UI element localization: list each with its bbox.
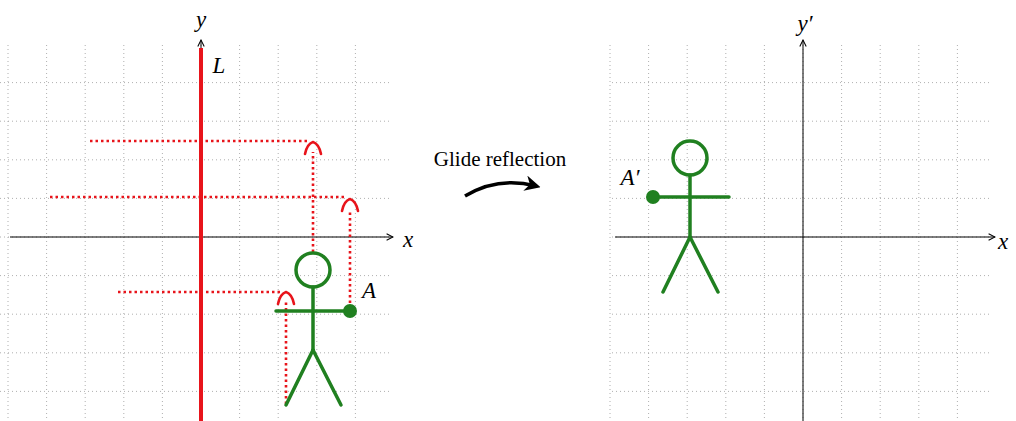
axis-label: y′: [797, 11, 812, 36]
grid-line: [687, 45, 688, 421]
grid-line: [0, 198, 392, 199]
grid-line: [316, 45, 317, 421]
grid-line: [239, 45, 240, 421]
stick-figure: [276, 253, 350, 405]
grid-line: [648, 45, 649, 421]
grid-line: [612, 391, 990, 392]
grid-line: [0, 352, 392, 353]
axis-label: x: [403, 227, 413, 252]
grid-line: [880, 45, 881, 421]
grid-line: [612, 159, 990, 160]
grid-line: [612, 198, 990, 199]
transformation-label: Glide reflection: [434, 148, 566, 171]
grid-line: [612, 82, 990, 83]
grid-line: [725, 45, 726, 421]
grid-line: [957, 45, 958, 421]
grid-line: [841, 45, 842, 421]
grid-line: [0, 82, 392, 83]
grid-line: [918, 45, 919, 421]
grid-line: [278, 45, 279, 421]
grid-line: [8, 45, 9, 421]
grid-line: [764, 45, 765, 421]
grid-line: [612, 275, 990, 276]
grid-line: [162, 45, 163, 421]
grid-line: [85, 45, 86, 421]
grid: [0, 45, 990, 421]
point-label: A: [362, 278, 376, 303]
axis-label: x: [998, 229, 1008, 254]
axes: [10, 40, 995, 421]
grid-line: [355, 45, 356, 421]
grid-line: [610, 45, 611, 421]
grid-line: [0, 121, 392, 122]
grid-line: [612, 314, 990, 315]
point-label: A′: [620, 165, 639, 190]
point-marker: [646, 190, 660, 204]
grid-line: [612, 121, 990, 122]
point-marker: [343, 304, 357, 318]
axis-label: y: [196, 7, 206, 32]
line-label: L: [213, 53, 226, 78]
glide-hooks: [278, 142, 358, 304]
grid-line: [0, 275, 392, 276]
transform-arrow: [465, 183, 536, 196]
grid-line: [123, 45, 124, 421]
grid-line: [46, 45, 47, 421]
grid-line: [0, 314, 392, 315]
reflection-line: [199, 48, 203, 421]
stick-figure-image: [653, 141, 729, 292]
grid-line: [0, 159, 392, 160]
grid-line: [0, 237, 392, 238]
grid-line: [612, 352, 990, 353]
grid-line: [201, 45, 202, 421]
glide-guides: [50, 141, 350, 404]
